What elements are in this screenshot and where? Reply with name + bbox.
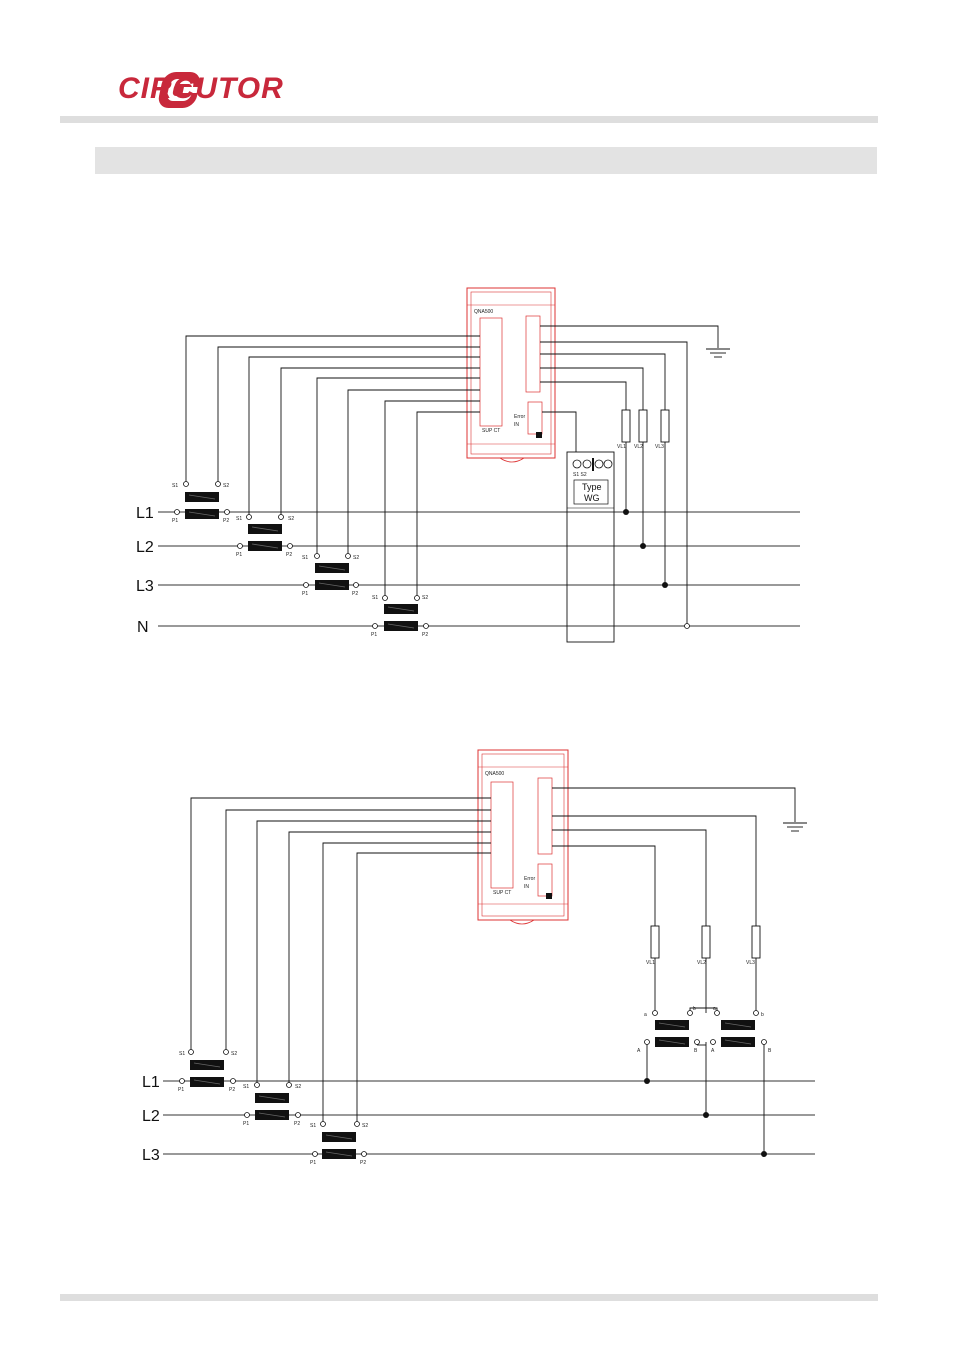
circutor-logo-icon — [158, 72, 200, 108]
vt-label-vl2-1: VL2 — [634, 444, 643, 450]
ct21-p1-label: P1 — [178, 1087, 184, 1093]
brand-name: CIRCUTOR — [118, 72, 284, 105]
leakage-sensor-1: S1 S2 Type WG — [566, 451, 615, 643]
line-label-l2-2: L2 — [142, 1108, 160, 1125]
vt-B-label-1: B — [694, 1048, 698, 1054]
vt-label-vl3-2: VL3 — [746, 960, 755, 966]
voltage-wires-1 — [540, 325, 730, 626]
line-label-l1-2: L1 — [142, 1074, 160, 1091]
device-model-2: QNA500 — [485, 771, 504, 777]
ct3-s1-label: S1 — [302, 555, 308, 561]
ct22-p2-label: P2 — [294, 1121, 300, 1127]
ctn-s1-label: S1 — [372, 595, 378, 601]
device-term-in-1: IN — [514, 422, 519, 428]
ct-wires-2 — [190, 797, 491, 1124]
ct23-p1-label: P1 — [310, 1160, 316, 1166]
device-term-error-2: Error — [524, 876, 535, 882]
current-transformers-1 — [174, 481, 429, 632]
vt-label-vl1-1: VL1 — [617, 444, 626, 450]
ct2-p1-label: P1 — [236, 552, 242, 558]
device-footer-2: SUP CT — [493, 890, 511, 896]
ctn-p2-label: P2 — [422, 632, 428, 638]
diagram-1-four-wire: L1 L2 L3 N QNA500 SUP CT Error IN — [136, 287, 800, 643]
ct23-p2-label: P2 — [360, 1160, 366, 1166]
ct21-s1-label: S1 — [179, 1051, 185, 1057]
device-term-error-1: Error — [514, 414, 525, 420]
device-term-in-2: IN — [524, 884, 529, 890]
ctn-s2-label: S2 — [422, 595, 428, 601]
fuses-1 — [621, 409, 670, 443]
analyzer-device-1: QNA500 SUP CT Error IN — [466, 287, 556, 463]
line-label-l1: L1 — [136, 505, 154, 522]
section-title-bar — [95, 147, 877, 174]
footer-divider — [60, 1294, 878, 1301]
ct21-s2-label: S2 — [231, 1051, 237, 1057]
ct22-p1-label: P1 — [243, 1121, 249, 1127]
ct23-s2-label: S2 — [362, 1123, 368, 1129]
ctn-p1-label: P1 — [371, 632, 377, 638]
ct22-s1-label: S1 — [243, 1084, 249, 1090]
ct23-s1-label: S1 — [310, 1123, 316, 1129]
device-model-1: QNA500 — [474, 309, 493, 315]
ct3-p2-label: P2 — [352, 591, 358, 597]
sensor-type-value: WG — [584, 493, 600, 503]
vt-label-vl3-1: VL3 — [655, 444, 664, 450]
device-footer-1: SUP CT — [482, 428, 500, 434]
ct-wires-1 — [185, 335, 480, 598]
vt-label-vl2-2: VL2 — [697, 960, 706, 966]
vt-B-label-2: B — [768, 1048, 772, 1054]
header-divider — [60, 116, 878, 123]
vt-label-vl1-2: VL1 — [646, 960, 655, 966]
line-label-l3-2: L3 — [142, 1147, 160, 1164]
ct21-p2-label: P2 — [229, 1087, 235, 1093]
sensor-terminals-1: S1 S2 — [573, 472, 587, 478]
ct3-p1-label: P1 — [302, 591, 308, 597]
junctions-1 — [623, 509, 668, 588]
ct2-s2-label: S2 — [288, 516, 294, 522]
line-label-n: N — [137, 619, 149, 636]
ct1-p2-label: P2 — [223, 518, 229, 524]
diagram-2-three-wire: L1 L2 L3 QNA500 SUP CT Error IN — [142, 749, 815, 1166]
ct22-s2-label: S2 — [295, 1084, 301, 1090]
junctions-2 — [644, 1078, 767, 1157]
vt-A-label-2: A — [711, 1048, 715, 1054]
ct3-s2-label: S2 — [353, 555, 359, 561]
sensor-type-label: Type — [582, 482, 602, 492]
voltage-wires-2 — [552, 787, 807, 1154]
vt-A-label-1: A — [637, 1048, 641, 1054]
line-label-l2: L2 — [136, 539, 154, 556]
vt-a-label-1: a — [644, 1012, 647, 1018]
analyzer-device-2: QNA500 SUP CT Error IN — [477, 749, 569, 925]
fuses-2 — [650, 925, 761, 959]
vt-b-label-2: b — [761, 1012, 764, 1018]
line-label-l3: L3 — [136, 578, 154, 595]
vt-a-label-2: a — [713, 1006, 716, 1012]
vt-b-label-1: b — [693, 1006, 696, 1012]
current-transformers-2 — [179, 1049, 367, 1160]
ct2-s1-label: S1 — [236, 516, 242, 522]
ct1-s1-label: S1 — [172, 483, 178, 489]
ct1-p1-label: P1 — [172, 518, 178, 524]
voltage-transformers-2 — [644, 1010, 767, 1048]
ct2-p2-label: P2 — [286, 552, 292, 558]
ct1-s2-label: S2 — [223, 483, 229, 489]
line-buses-1 — [158, 511, 800, 627]
